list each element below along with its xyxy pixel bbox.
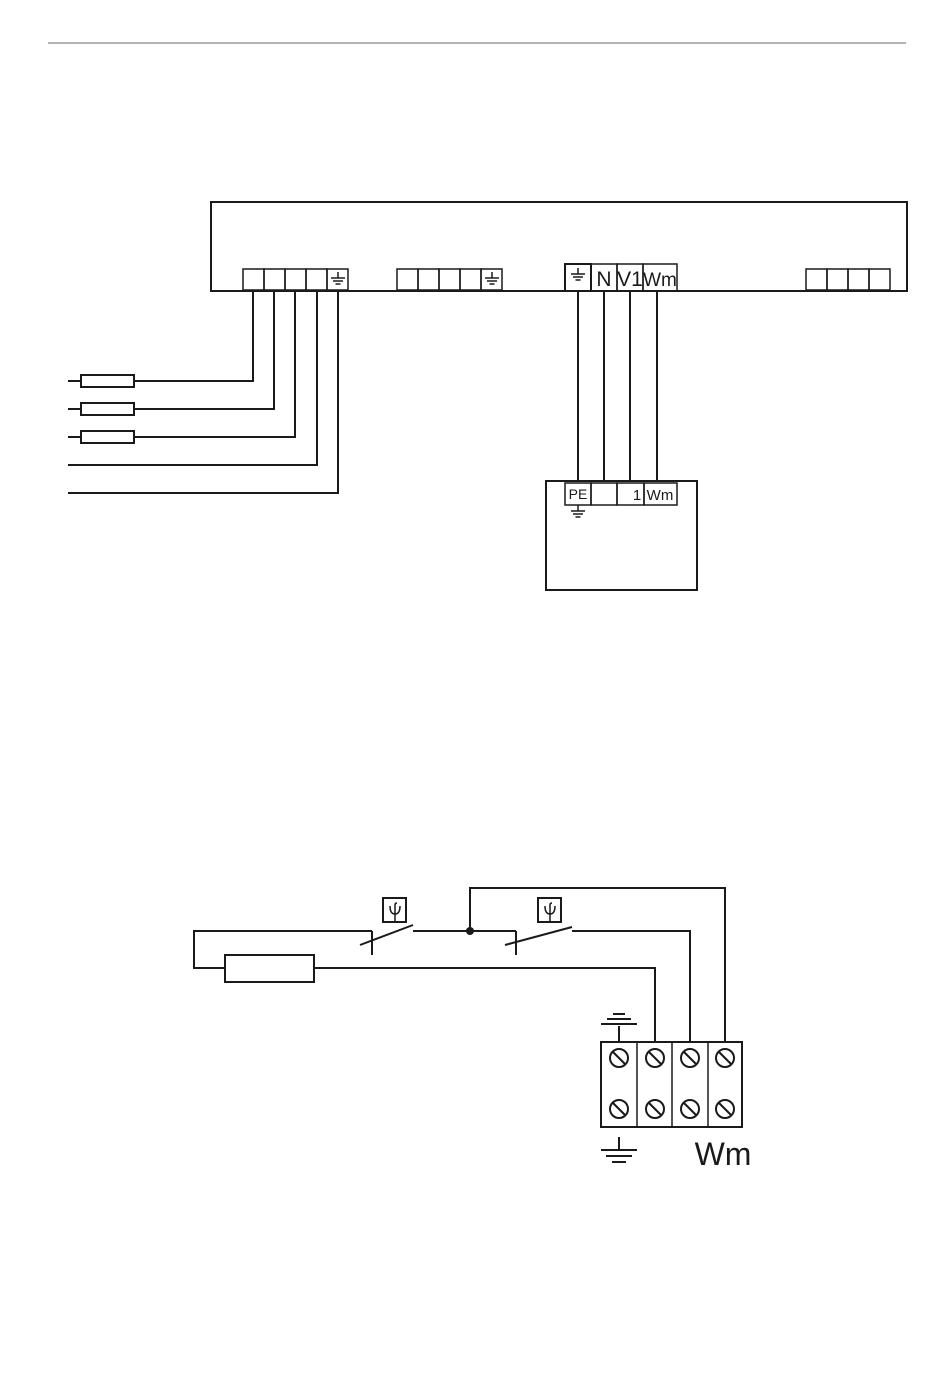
supply-wires (68, 291, 338, 493)
fuse-icon (81, 403, 134, 415)
heating-element (225, 955, 314, 982)
device-label-pe: PE (569, 486, 588, 502)
fuse-icon (81, 375, 134, 387)
device-label-1: 1 (633, 487, 641, 504)
screw-terminal-block: Wm (601, 1014, 751, 1172)
wm-terminal-label: Wm (695, 1136, 752, 1172)
ground-icon (601, 1137, 637, 1162)
ground-icon (601, 1014, 637, 1042)
external-heater-device: PE 1 Wm (546, 481, 697, 590)
terminal-label-v1: V1 (617, 268, 643, 291)
fuse-icon (81, 431, 134, 443)
terminal-label-wm: Wm (643, 270, 677, 291)
thermostat-icon (383, 898, 406, 922)
controller-unit (211, 202, 907, 291)
device-wires (578, 291, 657, 483)
device-label-wm: Wm (647, 487, 674, 504)
thermostat-icon (538, 898, 561, 922)
thermostat-circuit (194, 888, 725, 1042)
terminal-label-n: N (596, 268, 611, 291)
